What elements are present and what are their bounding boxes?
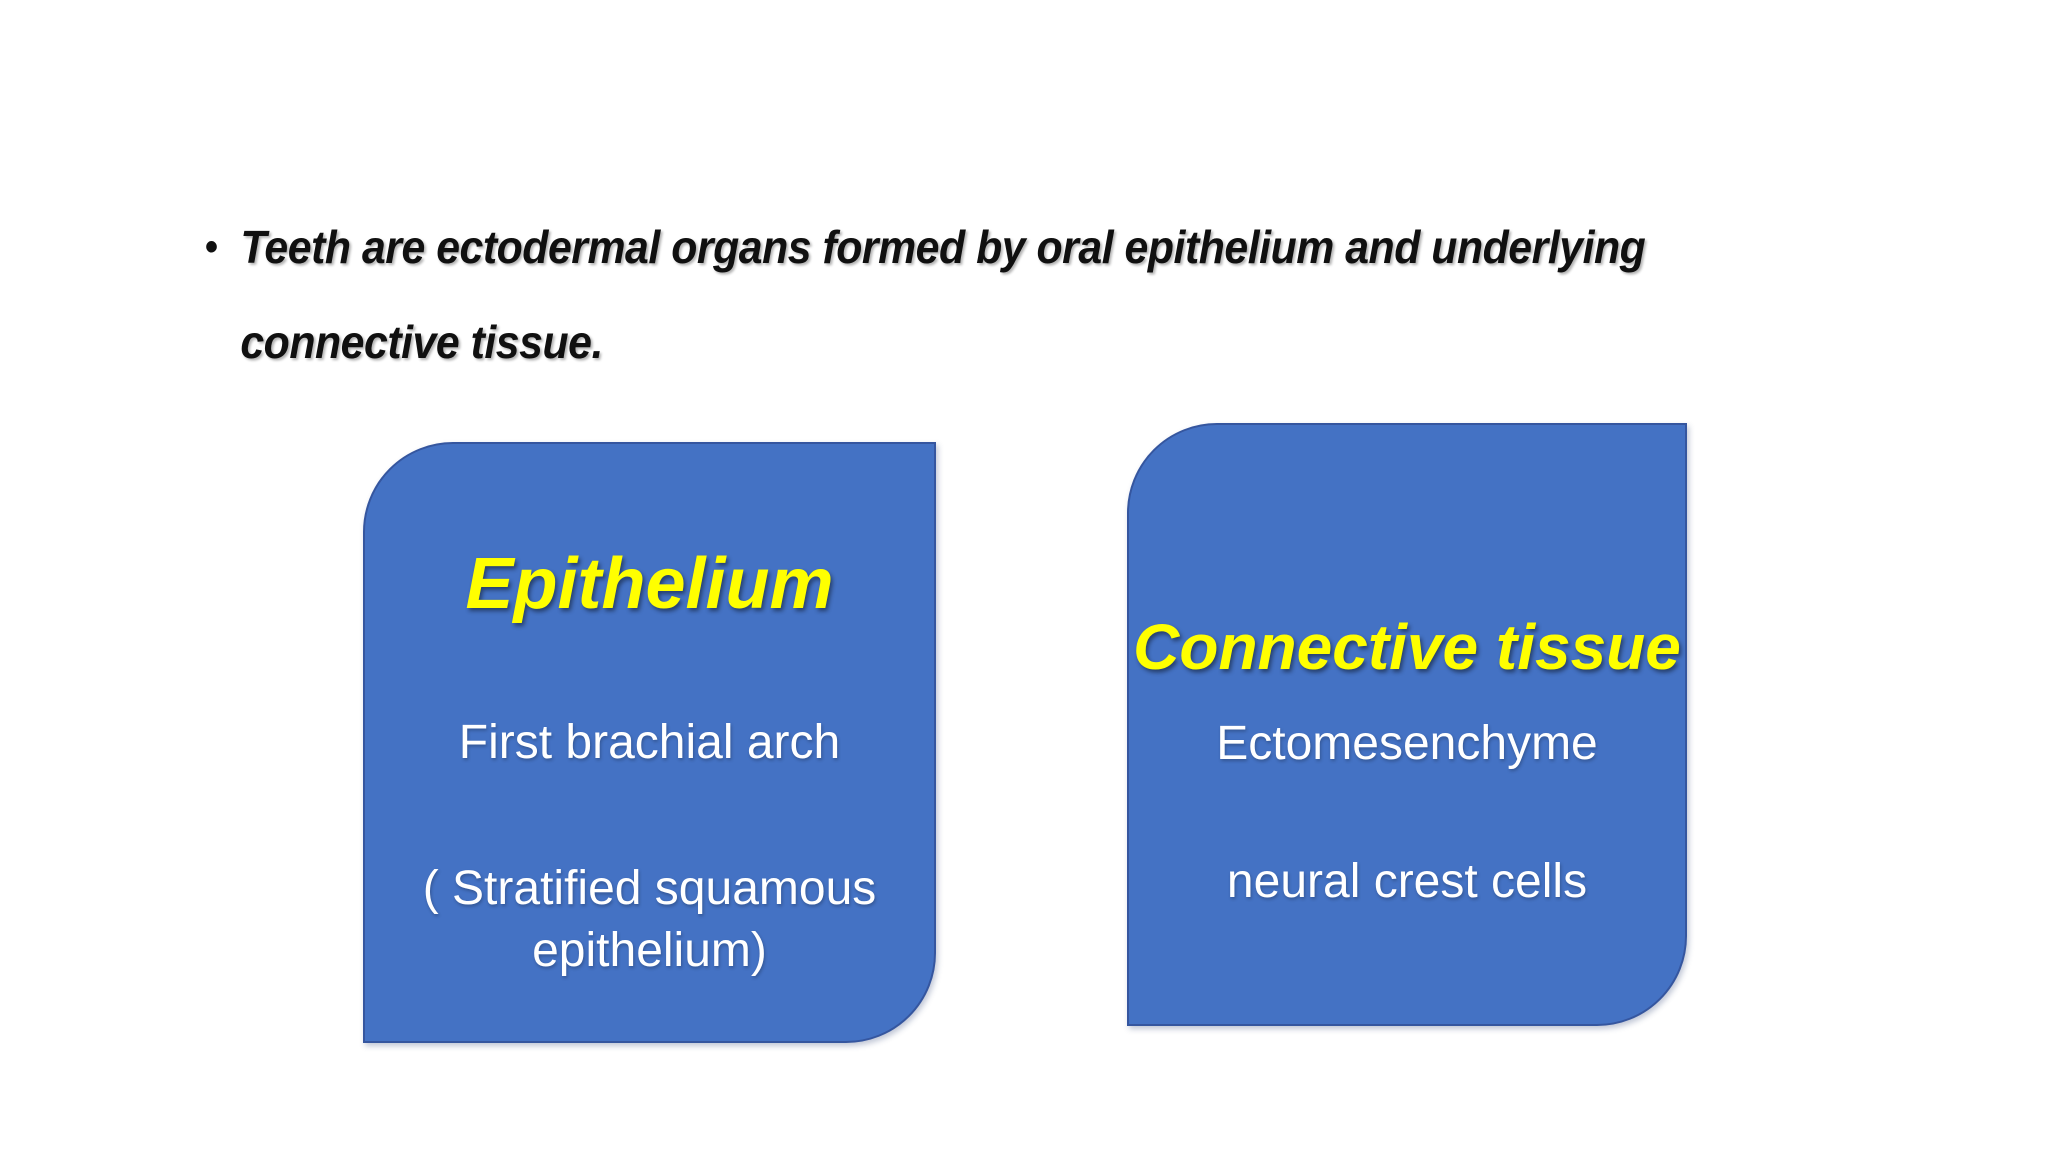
bullet-paragraph: • Teeth are ectodermal organs formed by … [205,200,1646,390]
card-note-line: epithelium) [532,924,767,977]
bullet-text: Teeth are ectodermal organs formed by or… [240,200,1645,390]
bullet-text-line: connective tissue. [240,316,603,368]
card-title: Epithelium [465,544,834,624]
card-connective-tissue: Connective tissue Ectomesenchyme neural … [1127,423,1687,1026]
card-note: neural crest cells [1129,851,1685,913]
card-note-line: ( Stratified squamous [422,862,877,915]
card-title: Connective tissue [1133,611,1681,683]
card-subtitle: First brachial arch [458,716,841,769]
bullet-marker: • [205,225,219,269]
card-note: ( Stratified squamous epithelium) [365,858,934,982]
card-subtitle: Ectomesenchyme [1216,717,1598,770]
bullet-text-line: Teeth are ectodermal organs formed by or… [240,221,1646,273]
card-epithelium: Epithelium First brachial arch ( Stratif… [363,442,936,1043]
card-note-line: neural crest cells [1226,855,1588,908]
